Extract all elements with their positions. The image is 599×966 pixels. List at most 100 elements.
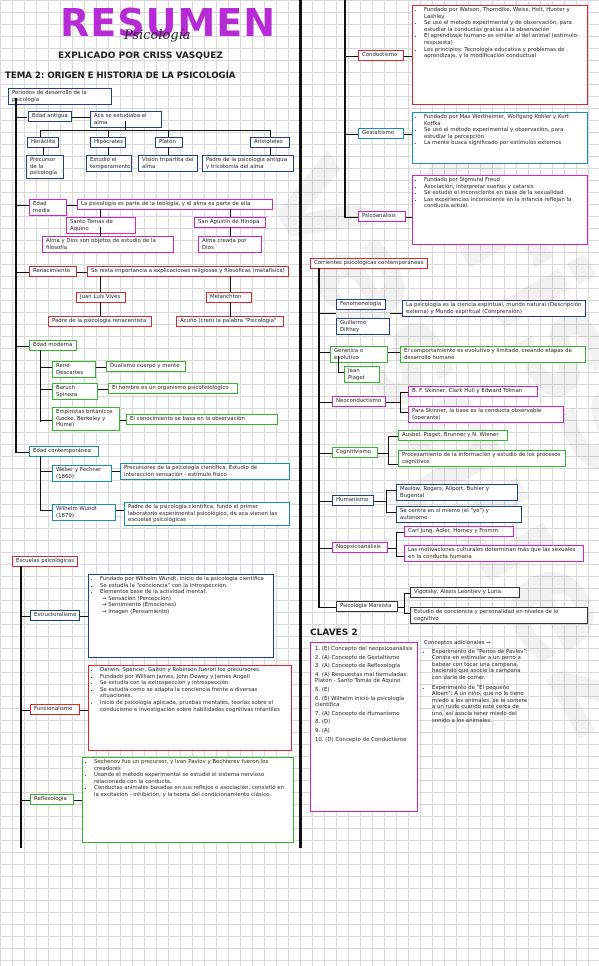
branch-line (100, 209, 102, 217)
branch-line (40, 350, 42, 422)
cognitivismo: Cognitivismo (332, 447, 378, 458)
trunk-line (344, 0, 346, 218)
branch-line (270, 130, 272, 138)
branch-line (338, 372, 344, 374)
list-item: Fundado por William James, John Dewey y … (100, 674, 288, 681)
gestaltismo-desc: Fundado por Max Wertheimer, Wolfgang Koh… (412, 112, 588, 164)
alma-dios: Alma y Dios son objetos de estudio de la… (42, 236, 174, 254)
list-item: Fundado por Max Wertheimer, Wolfgang Koh… (424, 114, 584, 127)
feno-desc: La psicología es la ciencia espiritual, … (402, 300, 586, 318)
branch-line (396, 556, 404, 558)
psicoanalisis-desc: Fundado por Sigmund Freud Asociación, in… (412, 175, 588, 245)
branch-line (388, 436, 390, 464)
conocimiento: El conocimiento se basa en la observació… (126, 414, 278, 425)
neop-a: Carl Jung, Adler, Horney y Fromm (404, 526, 514, 537)
branch-line (270, 147, 272, 155)
page-subtitle: EXPLICADO POR CRISS VASQUEZ (58, 51, 223, 61)
wundt-desc: Padre de la psicología científica, fundó… (124, 502, 290, 526)
genetica: Genética o evolutivo (330, 346, 388, 364)
branch-line (40, 367, 52, 369)
branch-line (40, 130, 270, 132)
list-item: Sechenov fue un precursor, y Ivan Pavlov… (94, 759, 290, 772)
branch-line (318, 501, 332, 503)
page-script-title: Psicología (124, 28, 191, 43)
branch-line (404, 134, 412, 136)
list-item: 10. (D) Concepto de Conductismo (315, 736, 407, 743)
funcionalismo-desc: Darwin, Spencer, Galton y Robinson fuero… (88, 665, 292, 751)
melanchton: Melanchton (206, 292, 252, 303)
branch-line (168, 147, 170, 155)
dualismo: Dualismo cuerpo y mente (106, 361, 186, 372)
branch-line (388, 352, 400, 354)
edad-media: Edad media (29, 199, 67, 217)
neoconductismo: Neoconductismo (332, 396, 386, 407)
gestaltismo: Gestaltismo (358, 128, 404, 139)
claves-title: CLAVES 2 (310, 628, 358, 638)
branch-line (125, 121, 127, 131)
list-item: Fundado por Sigmund Freud (424, 177, 584, 184)
branch-line (396, 532, 398, 556)
hipocrates: Hipócrates (90, 137, 126, 148)
edad-moderna: Edad moderna (29, 340, 77, 351)
list-item: 3. (A) Concepto de Reflexología (315, 663, 400, 670)
branch-line (404, 593, 410, 595)
branch-line (344, 56, 358, 58)
padre-renac: Padre de la psicología renacentista (48, 316, 152, 327)
conceptos-adicionales: Conceptos adicionales → Experimento de "… (424, 640, 528, 724)
refl-list: Sechenov fue un precursor, y Ivan Pavlov… (86, 759, 290, 799)
branch-line (344, 217, 358, 219)
branch-line (108, 130, 110, 138)
branch-line (388, 464, 398, 466)
trunk-line (20, 566, 22, 848)
list-item: Conductas animales basadas en sus reflej… (94, 785, 290, 798)
cond-list: Fundado por Watson, Thorndike, Weiss, Ho… (416, 7, 584, 60)
list-item: 5. (E) (315, 686, 330, 693)
branch-line (20, 616, 30, 618)
branch-line (390, 313, 402, 315)
dilthey: Guillermo Dilthey (336, 318, 390, 336)
list-item: 7. (A) Concepto de Humanismo (315, 710, 400, 717)
corrientes-root: Corrientes psicológicas contemporáneas (310, 258, 428, 269)
marx-a: Vigotsky, Alexis Leontiev y Luria (410, 587, 520, 598)
neop-b: Las motivaciones culturales determinan m… (404, 545, 584, 563)
trunk-line (15, 98, 17, 453)
list-item: Asociación, interpretar sueños y catarsi… (424, 184, 584, 191)
acuno: Acuñó (creó) la palabra "Psicología" (176, 316, 284, 327)
vives: Juan Luis Vives (76, 292, 126, 303)
branch-line (98, 389, 108, 391)
branch-line (404, 56, 412, 58)
branch-line (20, 710, 30, 712)
padre-psico: Padre de la psicología antigua y tricoto… (202, 155, 294, 173)
hum-b: Se centra en sí mismo (el "yo") y autono… (396, 506, 522, 524)
renacimiento: Renacimiento (29, 266, 77, 277)
adicionales-title: Conceptos adicionales → (424, 640, 491, 646)
branch-line (40, 510, 52, 512)
list-item: Elementos base de la actividad mental: (100, 589, 270, 596)
cog-b: Procesamiento de la información y estudi… (398, 450, 566, 468)
branch-line (396, 532, 404, 534)
list-item: Usando el método experimental se estudió… (94, 772, 290, 785)
empiristas: Empiristas británicos (Locke, Berkeley y… (52, 407, 120, 431)
periodos-root: Periodos de desarrollo de la psicología (8, 88, 112, 106)
organismo: El hombre es un organismo psicofisiológi… (108, 383, 238, 394)
branch-line (318, 548, 332, 550)
branch-line (318, 402, 332, 404)
hum-a: Maslow, Rogers, Allport, Buhler y Bugent… (396, 484, 518, 502)
list-item: → Imagen (Pensamiento) (102, 608, 170, 615)
branch-line (40, 456, 42, 511)
precursor: Precursor de la psicología (26, 155, 64, 179)
branch-line (15, 117, 27, 119)
list-item: → Sensación (Percepción) (102, 595, 171, 602)
list-item: Se usó el método experimental y de obser… (424, 20, 584, 33)
list-item: El aprendizaje humano es similar al del … (424, 33, 584, 46)
branch-line (398, 607, 404, 609)
branch-line (116, 510, 124, 512)
branch-line (15, 346, 29, 348)
branch-line (338, 356, 340, 372)
branch-line (100, 276, 102, 292)
branch-line (96, 367, 106, 369)
branch-line (15, 205, 29, 207)
branch-line (386, 490, 388, 512)
estructuralismo-desc: Fundado por Wilhelm Wundt, inicio de la … (88, 574, 274, 658)
branch-line (20, 800, 30, 802)
